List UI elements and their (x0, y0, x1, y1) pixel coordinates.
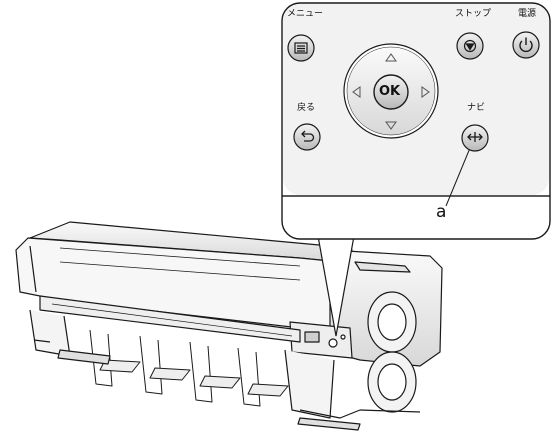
power-label: 電源 (518, 9, 537, 19)
back-button[interactable] (293, 123, 321, 151)
navi-icon (467, 132, 483, 142)
arrow-up-icon[interactable] (385, 53, 397, 62)
navi-button[interactable] (461, 124, 489, 152)
menu-label: メニュー (287, 9, 324, 19)
output-tray (39, 295, 301, 343)
back-label: 戻る (297, 103, 316, 113)
callout-label-a: a (436, 202, 447, 222)
power-icon (519, 37, 533, 53)
printer (15, 221, 443, 431)
stand-left (29, 309, 71, 357)
back-icon (301, 130, 315, 142)
menu-button[interactable] (287, 34, 315, 62)
ok-label: OK (379, 84, 401, 99)
stand-right (284, 349, 335, 419)
ok-button[interactable] (373, 74, 409, 110)
arrow-down-icon[interactable] (385, 121, 397, 130)
callout-pointer (317, 235, 355, 337)
arrow-left-icon[interactable] (352, 86, 361, 98)
callout-leader-line (445, 147, 471, 207)
stop-button[interactable] (456, 32, 484, 60)
menu-icon (294, 42, 308, 54)
stop-icon (463, 39, 477, 53)
navi-label: ナビ (467, 103, 486, 113)
stop-label: ストップ (455, 9, 492, 19)
power-button[interactable] (512, 31, 540, 59)
arrow-right-icon[interactable] (421, 86, 430, 98)
